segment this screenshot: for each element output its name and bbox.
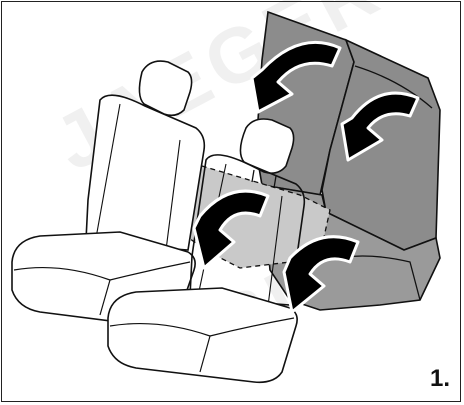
curved-down-arrow-icon — [282, 235, 360, 314]
curved-down-arrow-icon — [192, 189, 270, 270]
curved-down-arrow-icon — [340, 91, 420, 162]
step-number-label: 1. — [429, 365, 450, 392]
curved-down-arrow-icon — [250, 40, 342, 114]
front-seat-icon — [107, 118, 306, 384]
front-seat-icon — [11, 60, 206, 328]
